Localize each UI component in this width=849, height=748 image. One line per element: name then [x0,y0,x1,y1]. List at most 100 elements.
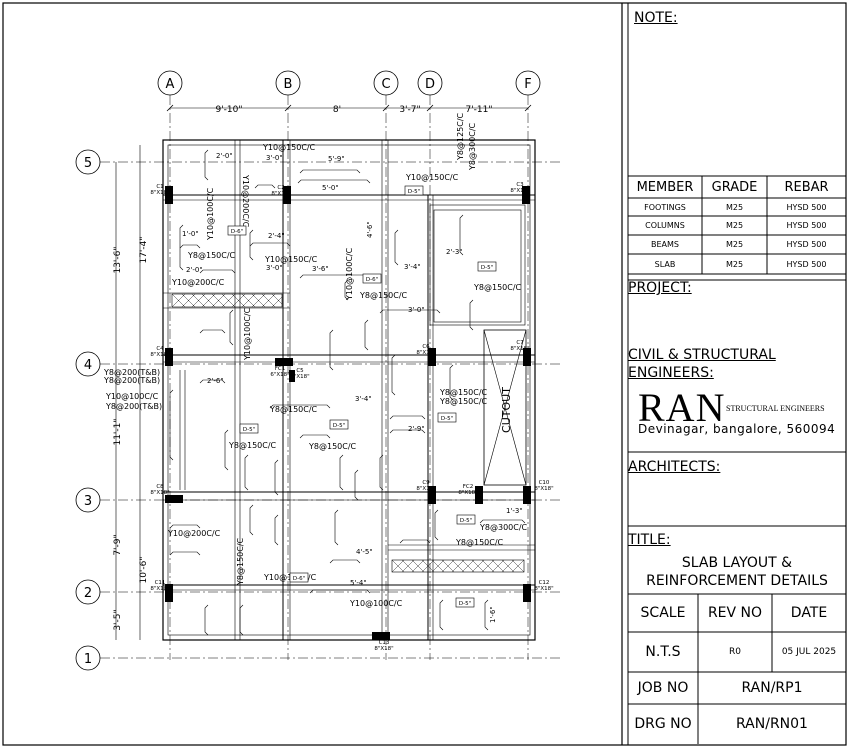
slab-depth-tag: D-5" [408,189,420,195]
dimension-label: 2'-3" [446,248,463,256]
column-block [289,370,295,382]
table-header-grade: GRADE [711,179,758,195]
grid-column-label: A [166,77,175,92]
dimension-label: 3'-0" [266,154,283,162]
column-size: 8"X18" [534,586,553,592]
column-id: C1 [156,184,163,190]
table-header-rebar: REBAR [784,179,829,195]
architects-label: ARCHITECTS: [628,459,721,475]
column-id: C13 [379,640,390,646]
column-block [372,632,390,640]
plan-annotations: 9'-10"8'3'-7"7'-11"13'-6"17'-4"11'-1"7'-… [103,105,554,652]
scale-value: N.T.S [645,644,681,660]
dimension-label: 1'-3" [506,507,523,515]
firm-subtitle: STRUCTURAL ENGINEERS [726,404,825,413]
column-id: C11 [155,580,166,586]
column-size: 8"X18" [374,646,393,652]
rebar-note: Y8@150C/C [359,291,408,300]
dimension-label: 2'-9" [408,425,425,433]
column-block [523,348,531,366]
rebar-note: Y10@100C/C [243,307,252,361]
column-block [165,584,173,602]
rebar-note: Y10@100C/C [105,392,159,401]
column-size: 8"X18" [416,350,435,356]
dimension-label: 1'-0" [182,230,199,238]
firm-address: Devinagar, bangalore, 560094 [638,422,836,436]
dimension-label: 3'-7" [399,105,420,115]
grid-column-label: F [524,77,531,92]
slab-depth-tag: D-5" [243,427,255,433]
job-value: RAN/RP1 [741,680,803,696]
column-block [428,348,436,366]
slab-depth-tag: D-6" [293,576,305,582]
table-cell: HYSD 500 [786,202,827,212]
dimension-label: 9'-10" [215,105,242,115]
dimension-label: 4'-6" [366,221,374,238]
rebar-note: Y10@100C/C [349,599,403,608]
grid-row-label: 2 [84,586,92,601]
column-block [475,486,483,504]
dimension-label: 3'-4" [355,395,372,403]
table-header-member: MEMBER [636,179,694,195]
job-label: JOB NO [637,680,689,696]
dimension-label: 2'-0" [186,266,203,274]
dimension-label: 4'-5" [356,548,373,556]
grid-column-label: B [284,77,293,92]
rebar-note: Y10@150C/C [405,173,459,182]
column-size: 8"X18" [534,486,553,492]
date-value: 05 JUL 2025 [781,647,837,657]
column-block [165,186,173,204]
rebar-note: Y8@150C/C [236,537,245,586]
column-id: C9 [422,480,430,486]
column-block [283,186,291,204]
column-id: C10 [539,480,550,486]
rebar-note: Y8@150C/C [439,397,488,406]
column-size: 8"X18" [271,191,290,197]
grid-row-label: 5 [84,156,92,171]
rebar-note: Y10@200C/C [241,174,250,228]
rebar-note: Y10@150C/C [264,255,318,264]
slab-depth-tag: D-5" [441,416,453,422]
table-cell: COLUMNS [645,221,685,230]
rebar-note: Y8@150C/C [473,283,522,292]
table-cell: M25 [725,202,744,212]
rev-label: REV NO [707,605,763,621]
grid-row-label: 4 [84,358,92,373]
rebar-note: Y8@125C/C [456,112,465,161]
date-label: DATE [790,605,828,621]
column-id: C3 [516,182,524,188]
column-id: C4 [156,346,164,352]
table-cell: FOOTINGS [644,202,686,212]
column-block [165,348,173,366]
column-id: C8 [156,484,164,490]
rebar-note: Y8@150C/C [187,251,236,260]
rev-value: R0 [729,647,741,657]
table-cell: HYSD 500 [786,259,827,269]
table-cell: HYSD 500 [786,240,827,249]
title-block: NOTE: MEMBER GRADE REBAR FOOTINGS M25 HY… [622,4,846,744]
rebar-note: Y10@200C/C [167,529,221,538]
table-cell: BEAMS [651,240,679,249]
table-cell: M25 [725,221,744,230]
table-cell: SLAB [654,259,676,269]
rebar-note: Y8@300C/C [468,122,477,171]
grid-column-label: C [381,77,390,92]
project-label: PROJECT: [628,280,692,296]
column-size: 8"X18" [150,190,169,196]
rebar-note: Y8@150C/C [439,388,488,397]
dimension-label: 11'-1" [113,418,123,445]
column-id: C6 [422,344,430,350]
rebar-note: Y8@200(T&B) [103,368,160,377]
note-label: NOTE: [634,10,678,26]
dimension-label: 7'-11" [465,105,492,115]
column-block [428,486,436,504]
column-id: C7 [516,340,524,346]
dimension-label: 3'-6" [312,265,329,273]
column-id: C12 [539,580,550,586]
column-size: 8"X18" [510,346,529,352]
engineers-label: CIVIL & STRUCTURAL ENGINEERS: [628,347,776,381]
dimension-label: 2'-0" [216,152,233,160]
